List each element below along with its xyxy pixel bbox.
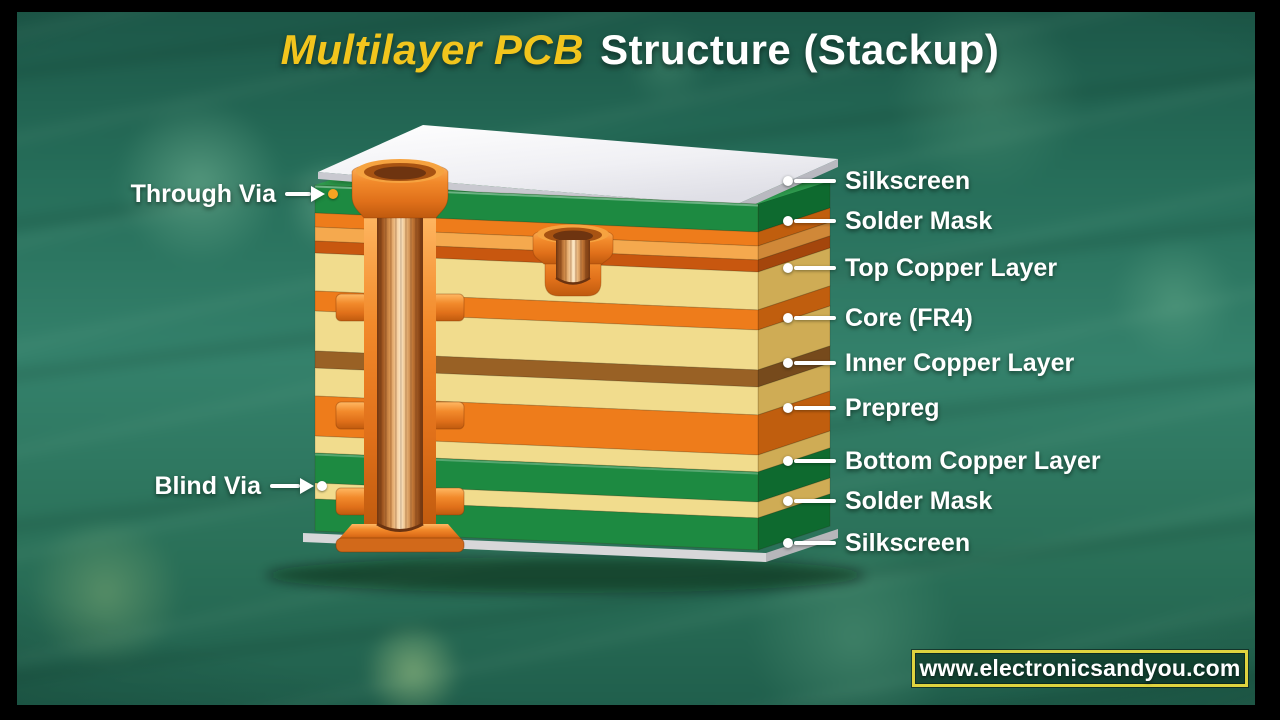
through-via-marker [328,189,338,199]
through-via-label: Through Via [130,179,276,208]
leader-dot [783,313,793,323]
layer-label: Prepreg [845,393,940,422]
leader-line [794,459,836,463]
blind-via-label: Blind Via [154,471,261,500]
annotation-bottom-copper: Bottom Copper Layer [783,447,1101,475]
website-banner: www.electronicsandyou.com [912,650,1248,687]
leader-line [794,541,836,545]
leader-dot [783,403,793,413]
leader-dot [783,358,793,368]
leader-line [794,266,836,270]
through-via-barrel [335,159,465,553]
annotation-blind-via: Blind Via [0,472,327,500]
leader-line [794,179,836,183]
frame-top [0,0,1280,12]
leader-dot [783,496,793,506]
leader-line [794,316,836,320]
annotation-prepreg: Prepreg [783,394,939,422]
layer-label: Silkscreen [845,166,971,195]
page-title: Multilayer PCB Structure (Stackup) [0,26,1280,74]
blind-via-arrow-shaft [270,484,300,488]
leader-dot [783,176,793,186]
leader-dot [783,538,793,548]
layer-label: Top Copper Layer [845,253,1058,282]
leader-line [794,499,836,503]
annotation-solder-mask-bottom: Solder Mask [783,487,992,515]
title-rest: Structure (Stackup) [600,26,1000,73]
leader-dot [783,263,793,273]
layer-label: Solder Mask [845,206,993,235]
annotation-silkscreen-bottom: Silkscreen [783,529,970,557]
website-url: www.electronicsandyou.com [919,655,1241,681]
annotation-silkscreen-top: Silkscreen [783,167,970,195]
frame-right [1255,0,1280,720]
blind-via-cup [532,224,614,297]
layer-label: Solder Mask [845,486,993,515]
through-via-arrow-shaft [285,192,311,196]
layer-label: Bottom Copper Layer [845,446,1101,475]
through-via-arrow-icon [311,186,325,202]
stack-shadow [265,557,865,593]
layer-label: Silkscreen [845,528,971,557]
leader-dot [783,456,793,466]
leader-line [794,361,836,365]
blind-via-arrow-icon [300,478,314,494]
leader-dot [783,216,793,226]
annotation-through-via: Through Via [0,180,338,208]
layer-label: Inner Copper Layer [845,348,1075,377]
annotation-core: Core (FR4) [783,304,973,332]
leader-line [794,406,836,410]
leader-line [794,219,836,223]
layer-label: Core (FR4) [845,303,973,332]
title-highlight: Multilayer PCB [280,26,585,73]
blind-via-marker [317,481,327,491]
annotation-top-copper: Top Copper Layer [783,254,1057,282]
frame-left [0,0,17,720]
frame-bottom [0,705,1280,720]
annotation-inner-copper: Inner Copper Layer [783,349,1074,377]
annotation-solder-mask-top: Solder Mask [783,207,992,235]
